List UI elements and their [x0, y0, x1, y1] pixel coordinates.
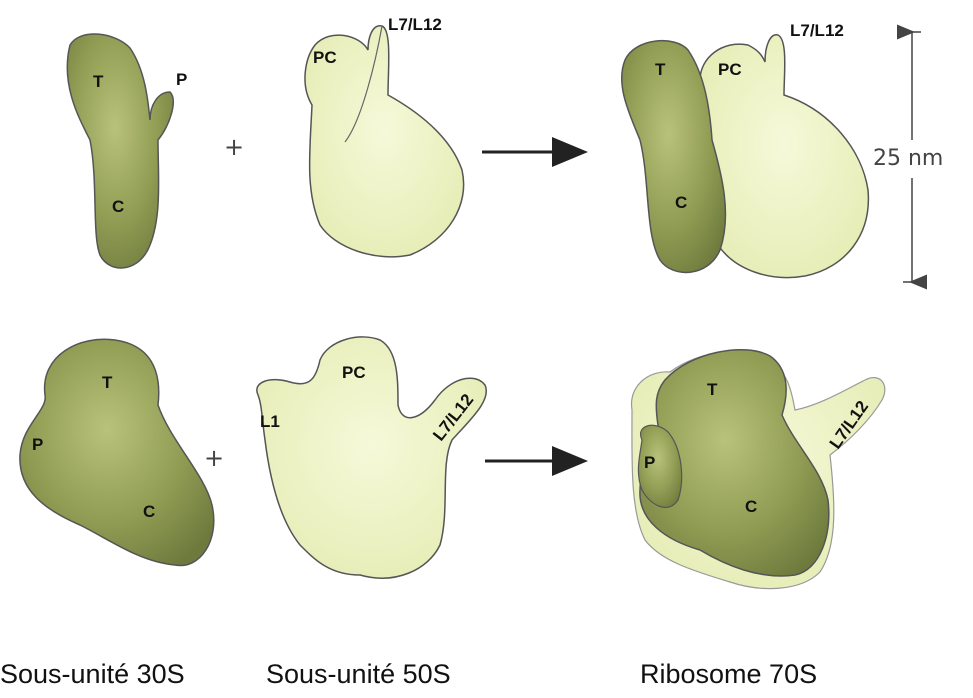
- scale-bar-label: 25 nm: [873, 146, 943, 171]
- bottom-30s-subunit: T P C: [20, 339, 214, 565]
- bottom-30s-label-c: C: [143, 502, 155, 521]
- top-50s-subunit: PC L7/L12: [305, 15, 464, 257]
- caption-50s: Sous-unité 50S: [266, 659, 451, 689]
- top-30s-subunit: T P C: [67, 34, 187, 268]
- bottom-50s-shape: [257, 337, 487, 578]
- top-70s-label-c: C: [675, 193, 687, 212]
- bottom-70s-label-p: P: [644, 453, 655, 472]
- top-70s-label-l7l12: L7/L12: [790, 21, 844, 40]
- top-plus-sign: +: [224, 133, 244, 161]
- caption-30s: Sous-unité 30S: [0, 659, 185, 689]
- bottom-30s-label-p: P: [32, 435, 43, 454]
- bottom-50s-subunit: PC L1 L7/L12: [257, 337, 487, 578]
- top-70s-ribosome: T PC L7/L12 C: [622, 21, 869, 278]
- top-70s-label-t: T: [655, 60, 666, 79]
- caption-70s: Ribosome 70S: [640, 659, 817, 689]
- top-30s-shape: [67, 34, 173, 268]
- scale-bar: 25 nm: [873, 32, 943, 282]
- top-70s-label-pc: PC: [718, 60, 742, 79]
- top-50s-label-l7l12: L7/L12: [388, 15, 442, 34]
- bottom-70s-label-t: T: [707, 380, 718, 399]
- top-30s-label-t: T: [93, 72, 104, 91]
- top-30s-label-c: C: [112, 197, 124, 216]
- bottom-30s-label-t: T: [102, 373, 113, 392]
- bottom-30s-shape: [20, 339, 214, 565]
- top-50s-label-pc: PC: [313, 48, 337, 67]
- top-30s-label-p: P: [176, 70, 187, 89]
- bottom-50s-label-l1: L1: [260, 412, 280, 431]
- bottom-70s-label-c: C: [745, 497, 757, 516]
- bottom-50s-label-pc: PC: [342, 363, 366, 382]
- bottom-70s-ribosome: T P C L7/L12: [632, 350, 885, 589]
- bottom-plus-sign: +: [204, 444, 224, 472]
